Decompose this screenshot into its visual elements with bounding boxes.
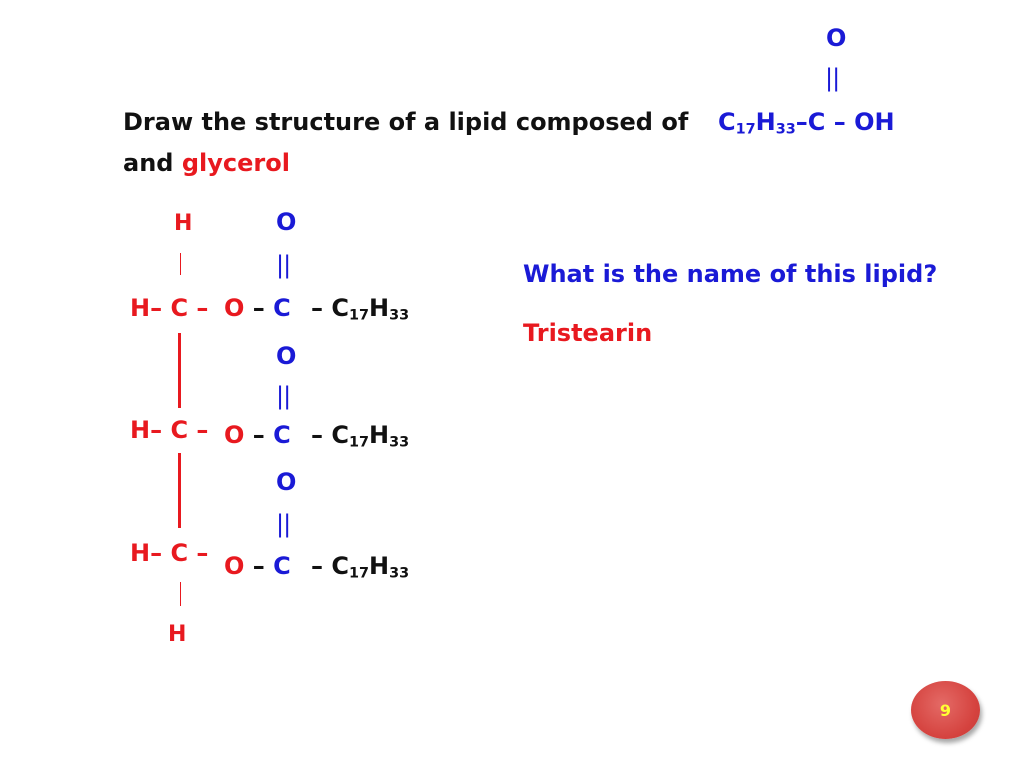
ester-2-o-link: O [224,421,245,449]
ester-2-carbonyl-o: O [276,342,297,370]
ester-1-carbon: C [273,294,291,322]
ester-1-double-bond: || [276,251,291,279]
ester-1-chain-c: – C [311,294,349,322]
ester-2-carbon: C [273,421,291,449]
glycerol-bond-bottom [180,582,181,606]
ester-3-o-link: O [224,552,245,580]
ester-3-row: O – C [224,552,291,580]
ester-3-double-bond: || [276,510,291,538]
ester-2-chain-h: H [369,421,390,449]
glycerol-bond-2-3 [178,453,181,528]
glycerol-carbon-3: H– C – [130,539,209,567]
ester-2-chain-c: – C [311,421,349,449]
glycerol-bond-top [180,253,181,275]
fatty-acid-c: C [718,108,736,136]
answer-name: Tristearin [523,319,653,347]
ester-1-chain: – C17H33 [311,294,409,323]
fatty-acid-bond: – [795,108,808,136]
ester-1-chain-h: H [369,294,390,322]
glycerol-carbon-1: H– C – [130,294,209,322]
glycerol-bond-1-2 [178,333,181,408]
ester-2-chain: – C17H33 [311,421,409,450]
glycerol-text: glycerol [181,149,290,177]
ester-1-carbonyl-o: O [276,208,297,236]
question-line-1: Draw the structure of a lipid composed o… [123,108,689,136]
fatty-acid-sub-33: 33 [775,121,796,138]
glycerol-bottom-h: H [168,622,187,647]
ester-2-sub-17: 17 [348,434,369,451]
ester-3-chain-c: – C [311,552,349,580]
fatty-acid-sub-17: 17 [735,121,756,138]
ester-3-chain: – C17H33 [311,552,409,581]
ester-1-sub-33: 33 [389,307,410,324]
ester-3-carbonyl-o: O [276,468,297,496]
fatty-acid-double-bond: || [825,64,840,92]
question-line-2: and glycerol [123,151,290,175]
fatty-acid-carbonyl-o: O [826,24,847,52]
ester-2-sub-33: 33 [389,434,410,451]
fatty-acid-formula: C17H33–C – OH [718,108,895,137]
slide-number: 9 [939,700,952,720]
ester-3-carbon: C [273,552,291,580]
glycerol-top-h: H [174,211,193,236]
ester-2-double-bond: || [276,382,291,410]
ester-1-o-link: O [224,294,245,322]
ester-3-sub-17: 17 [348,565,369,582]
glycerol-carbon-2: H– C – [130,416,209,444]
slide-number-badge: 9 [911,681,980,739]
fatty-acid-h: H [755,108,776,136]
and-text: and [123,149,174,177]
ester-1-sub-17: 17 [348,307,369,324]
ester-1-row: O – C [224,294,291,322]
ester-2-row: O – C [224,421,291,449]
ester-3-chain-h: H [369,552,390,580]
fatty-acid-tail: C – OH [807,108,895,136]
ester-3-sub-33: 33 [389,565,410,582]
answer-question: What is the name of this lipid? [523,260,938,288]
